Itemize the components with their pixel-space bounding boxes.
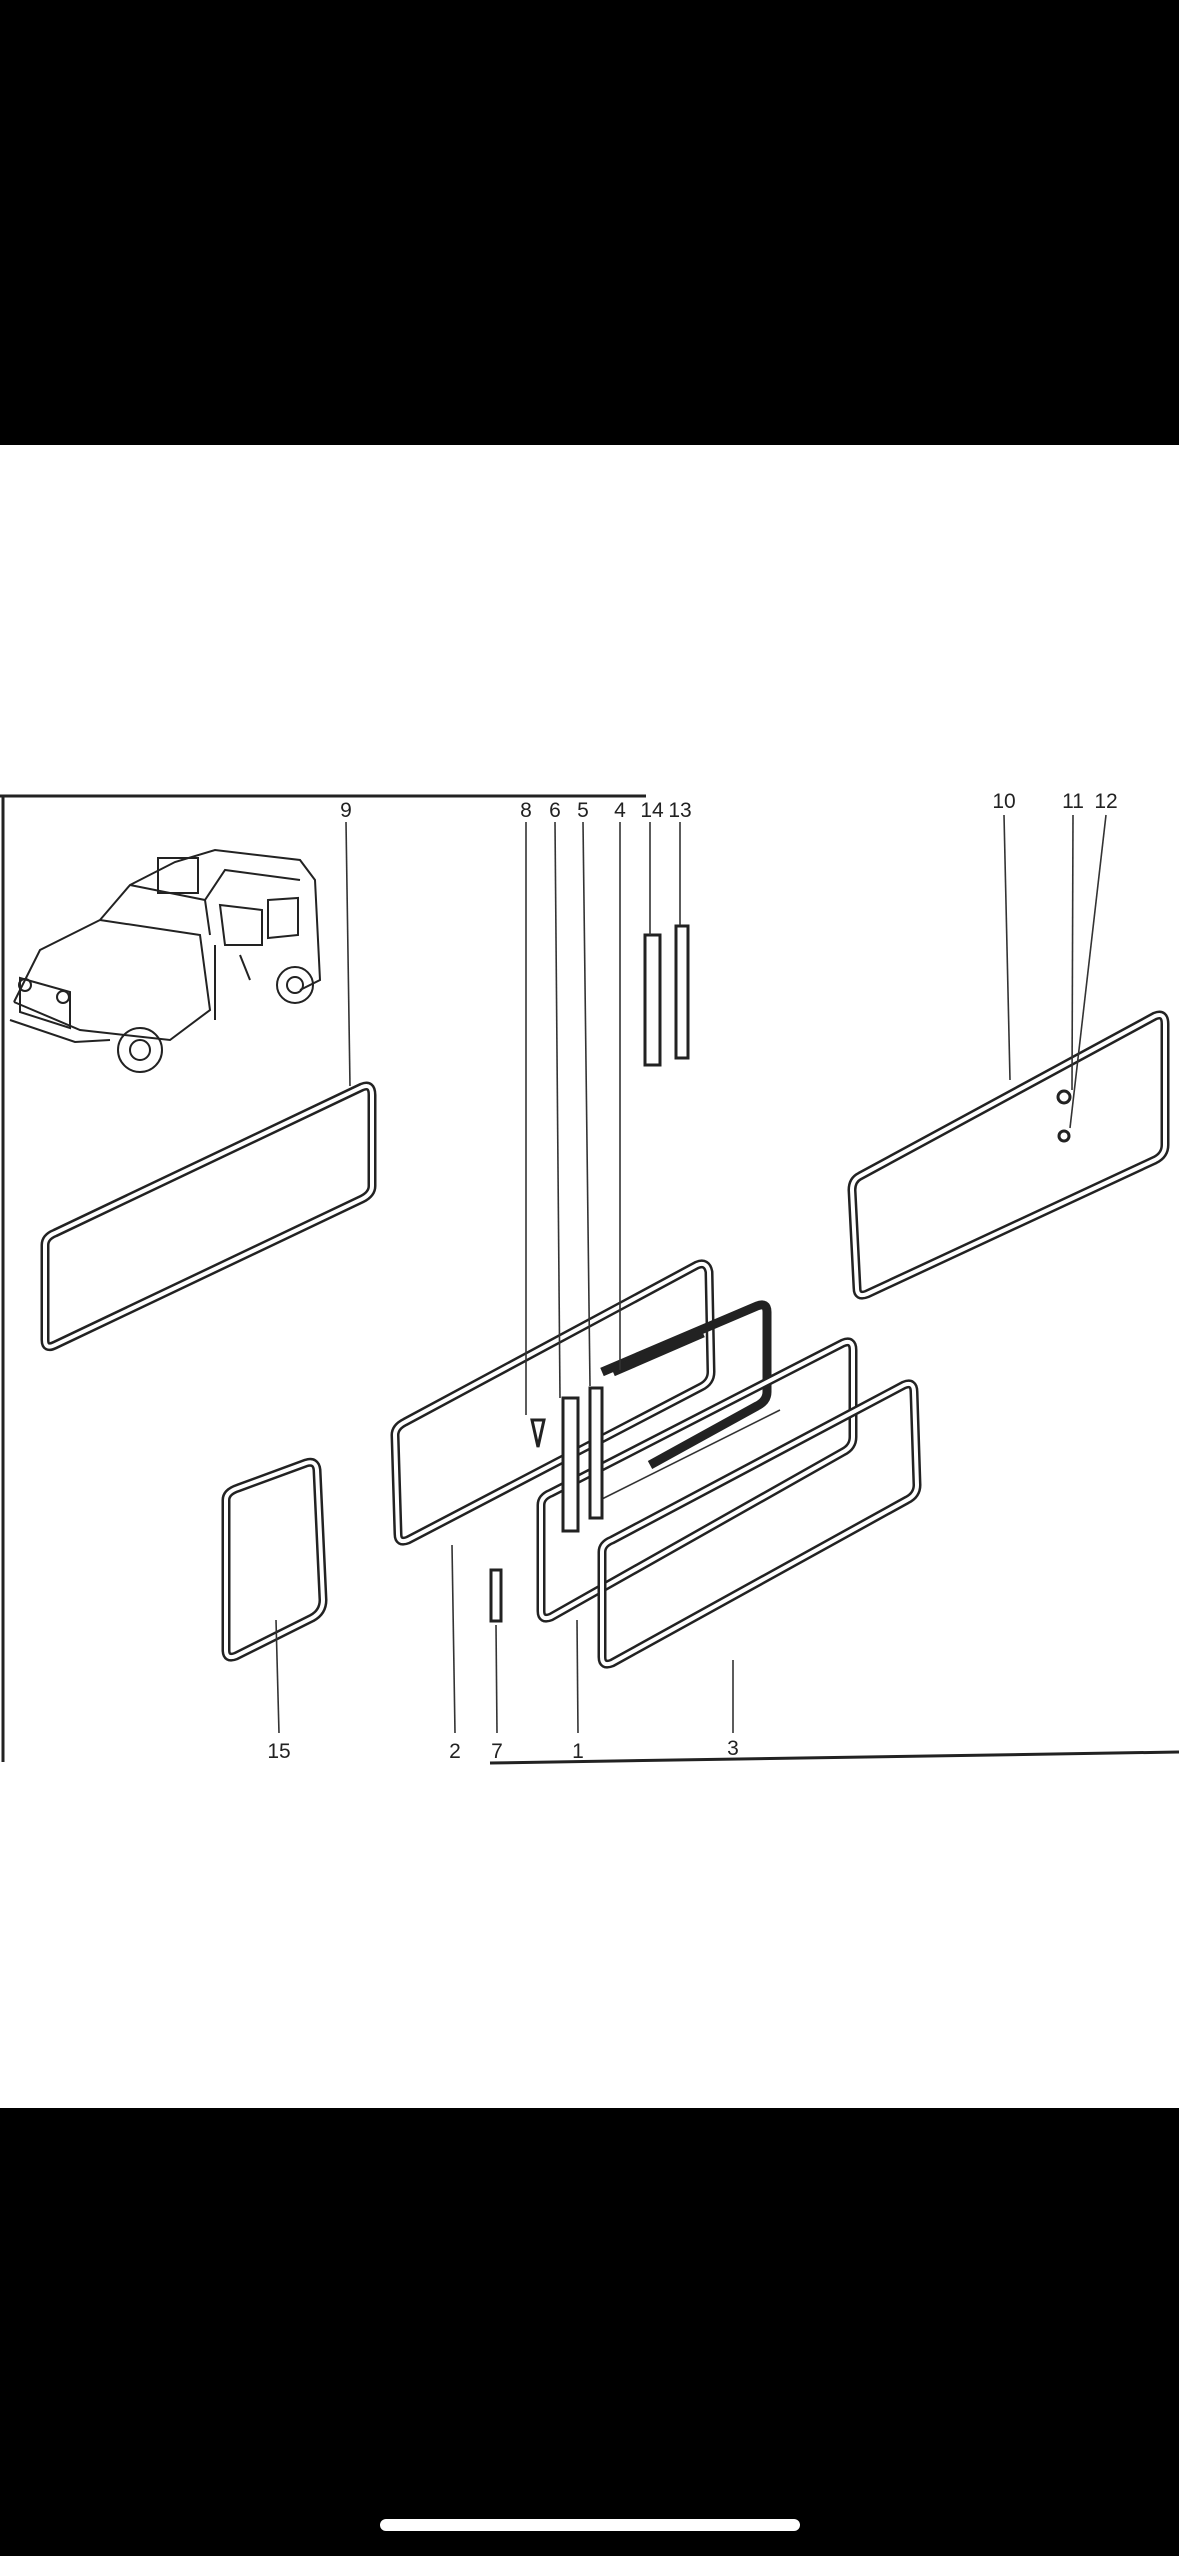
label-7: 7 [491, 1740, 503, 1763]
strip-14 [643, 933, 662, 1067]
strip-13 [674, 924, 690, 1060]
label-14: 14 [640, 799, 664, 822]
label-3: 3 [727, 1737, 739, 1760]
label-1: 1 [572, 1740, 584, 1763]
label-15: 15 [267, 1740, 290, 1763]
label-10: 10 [992, 790, 1015, 813]
label-4: 4 [614, 799, 626, 822]
label-11: 11 [1062, 790, 1084, 813]
home-indicator[interactable] [380, 2519, 800, 2531]
screw-12 [1057, 1129, 1071, 1143]
label-6: 6 [549, 799, 561, 822]
screw-8 [530, 1418, 546, 1448]
label-2: 2 [449, 1740, 461, 1763]
strip-4 [611, 1328, 705, 1377]
window-seal-inner [600, 1300, 772, 1469]
window-seal-10 [847, 1010, 1170, 1300]
label-5: 5 [577, 799, 589, 822]
bottom-border [489, 1750, 1179, 1765]
window-seal-2 [390, 1259, 716, 1546]
window-frame-1 [536, 1337, 858, 1623]
quarter-window-seal-15 [221, 1457, 328, 1662]
label-8: 8 [520, 799, 532, 822]
leader-lines [275, 814, 1107, 1734]
nut-11 [1056, 1089, 1072, 1105]
window-seal-9 [40, 1081, 377, 1352]
pin-7 [489, 1568, 503, 1623]
label-9: 9 [340, 799, 352, 822]
label-12: 12 [1094, 790, 1117, 813]
strip-6 [561, 1396, 580, 1533]
window-seal-3 [597, 1379, 922, 1669]
strip-5 [588, 1386, 604, 1520]
car-illustration [9, 848, 322, 1073]
label-13: 13 [668, 799, 691, 822]
